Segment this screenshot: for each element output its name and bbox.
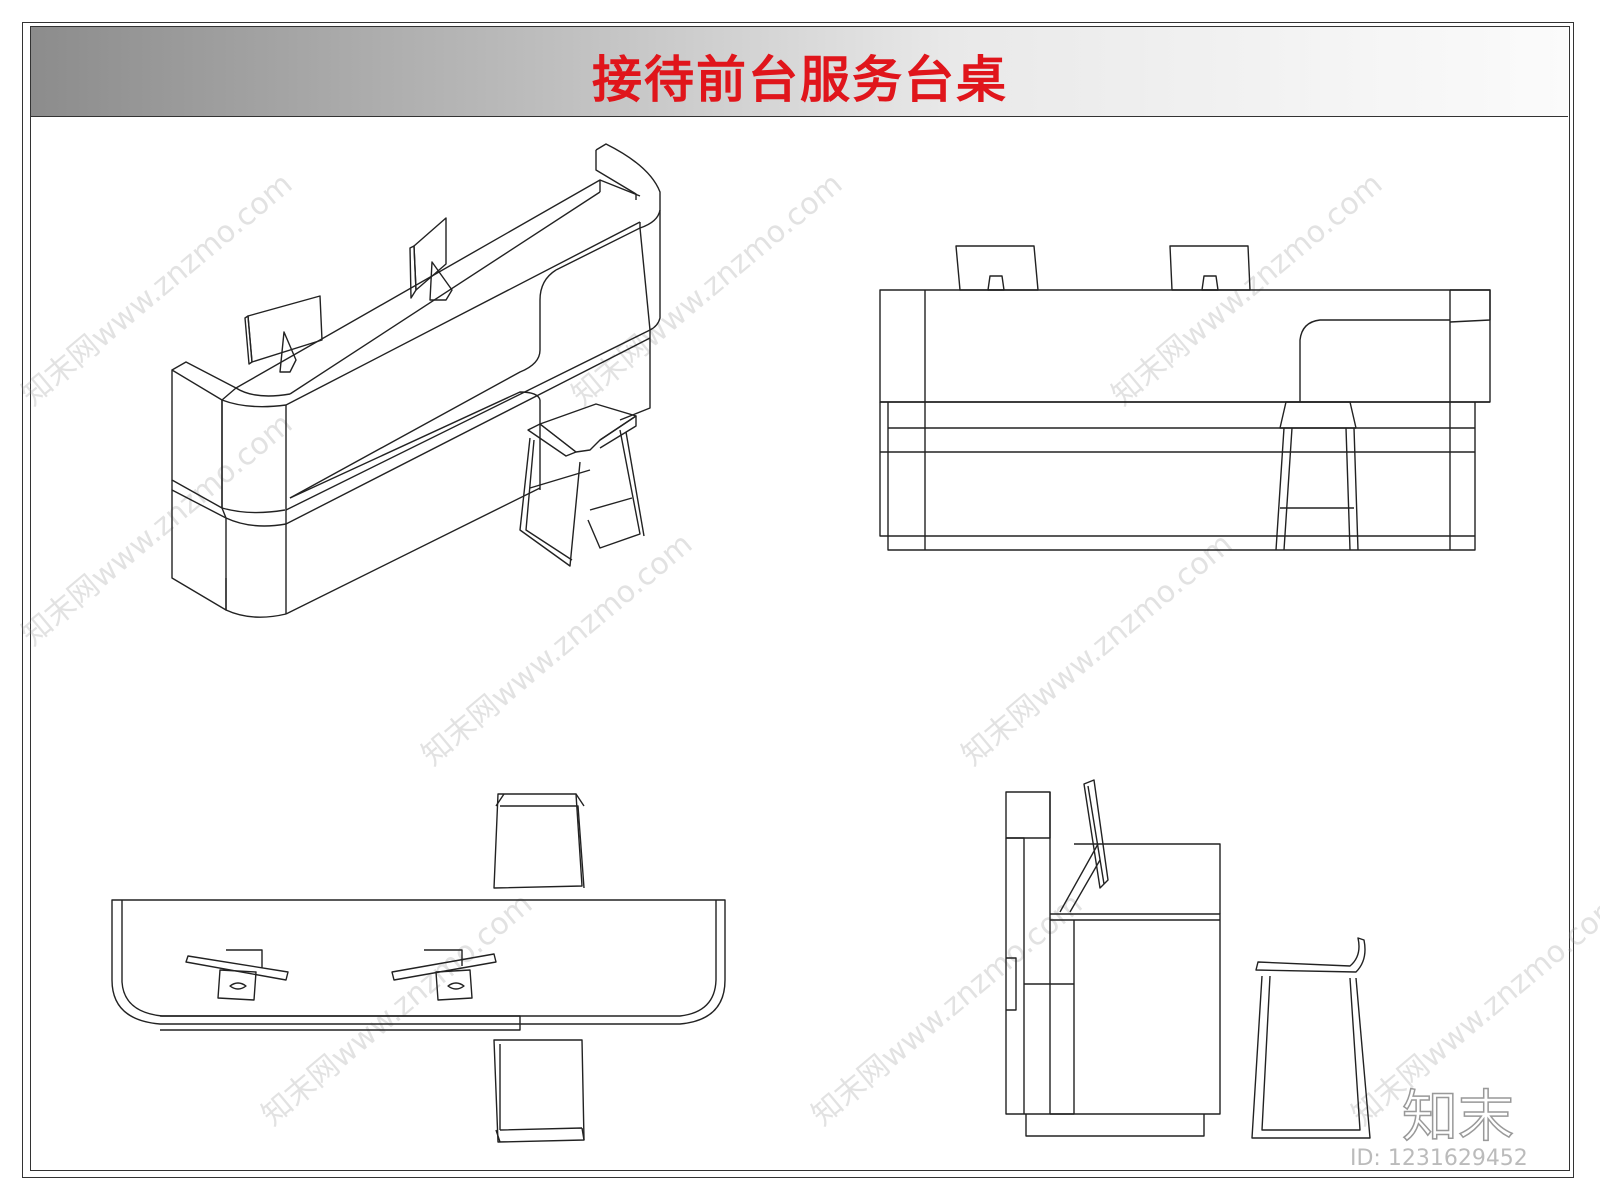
isometric-view bbox=[171, 143, 661, 618]
logo: 知末 bbox=[1401, 1084, 1515, 1151]
title-bar bbox=[31, 27, 1568, 117]
side-elevation bbox=[1005, 779, 1371, 1139]
front-elevation bbox=[879, 245, 1491, 551]
page-title: 接待前台服务台桌 bbox=[592, 51, 1008, 109]
plan-view bbox=[111, 793, 726, 1143]
id-label: ID: 1231629452 bbox=[1350, 1146, 1528, 1171]
outer-frame bbox=[22, 22, 1574, 1178]
inner-frame bbox=[30, 26, 1570, 1171]
